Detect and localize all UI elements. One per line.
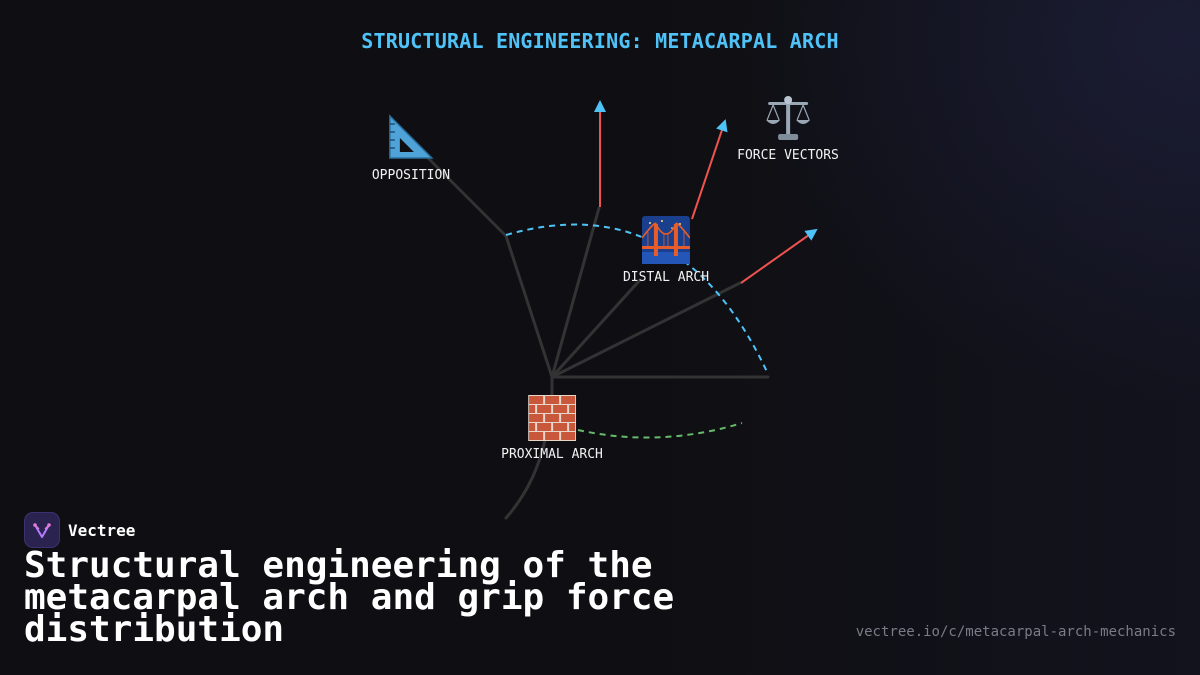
node-distal-arch: DISTAL ARCH — [623, 216, 709, 285]
proximal-arch-label: PROXIMAL ARCH — [501, 447, 603, 462]
diagram-title: STRUCTURAL ENGINEERING: METACARPAL ARCH — [361, 29, 839, 53]
proximal-arch-arc — [577, 422, 743, 439]
thumb-ray — [426, 156, 554, 379]
force-arrow-ring — [740, 228, 818, 284]
force-arrow-middle — [691, 119, 728, 220]
ring-ray — [550, 281, 742, 379]
balance-scale-icon — [766, 96, 810, 140]
brand: Vectree — [24, 512, 135, 548]
index-ray — [550, 206, 601, 379]
force-vectors-label: FORCE VECTORS — [737, 148, 839, 163]
middle-ray — [550, 278, 642, 379]
distal-arch-label: DISTAL ARCH — [622, 270, 710, 285]
suspension-bridge-icon — [642, 216, 690, 264]
node-opposition: OPPOSITION — [372, 112, 450, 183]
source-url[interactable]: vectree.io/c/metacarpal-arch-mechanics — [855, 624, 1176, 640]
headline: Structural engineering of the metacarpal… — [24, 545, 675, 650]
node-force-vectors: FORCE VECTORS — [737, 94, 839, 163]
forearm-curve — [504, 438, 547, 520]
metacarpal-rays — [426, 156, 770, 520]
brand-name: Vectree — [68, 520, 136, 540]
vectree-logo-icon — [24, 512, 60, 548]
force-arrows — [594, 100, 818, 284]
triangular-ruler-icon — [389, 114, 434, 159]
brick-wall-icon — [528, 395, 576, 441]
opposition-label: OPPOSITION — [371, 168, 451, 183]
node-proximal-arch: PROXIMAL ARCH — [501, 395, 603, 462]
